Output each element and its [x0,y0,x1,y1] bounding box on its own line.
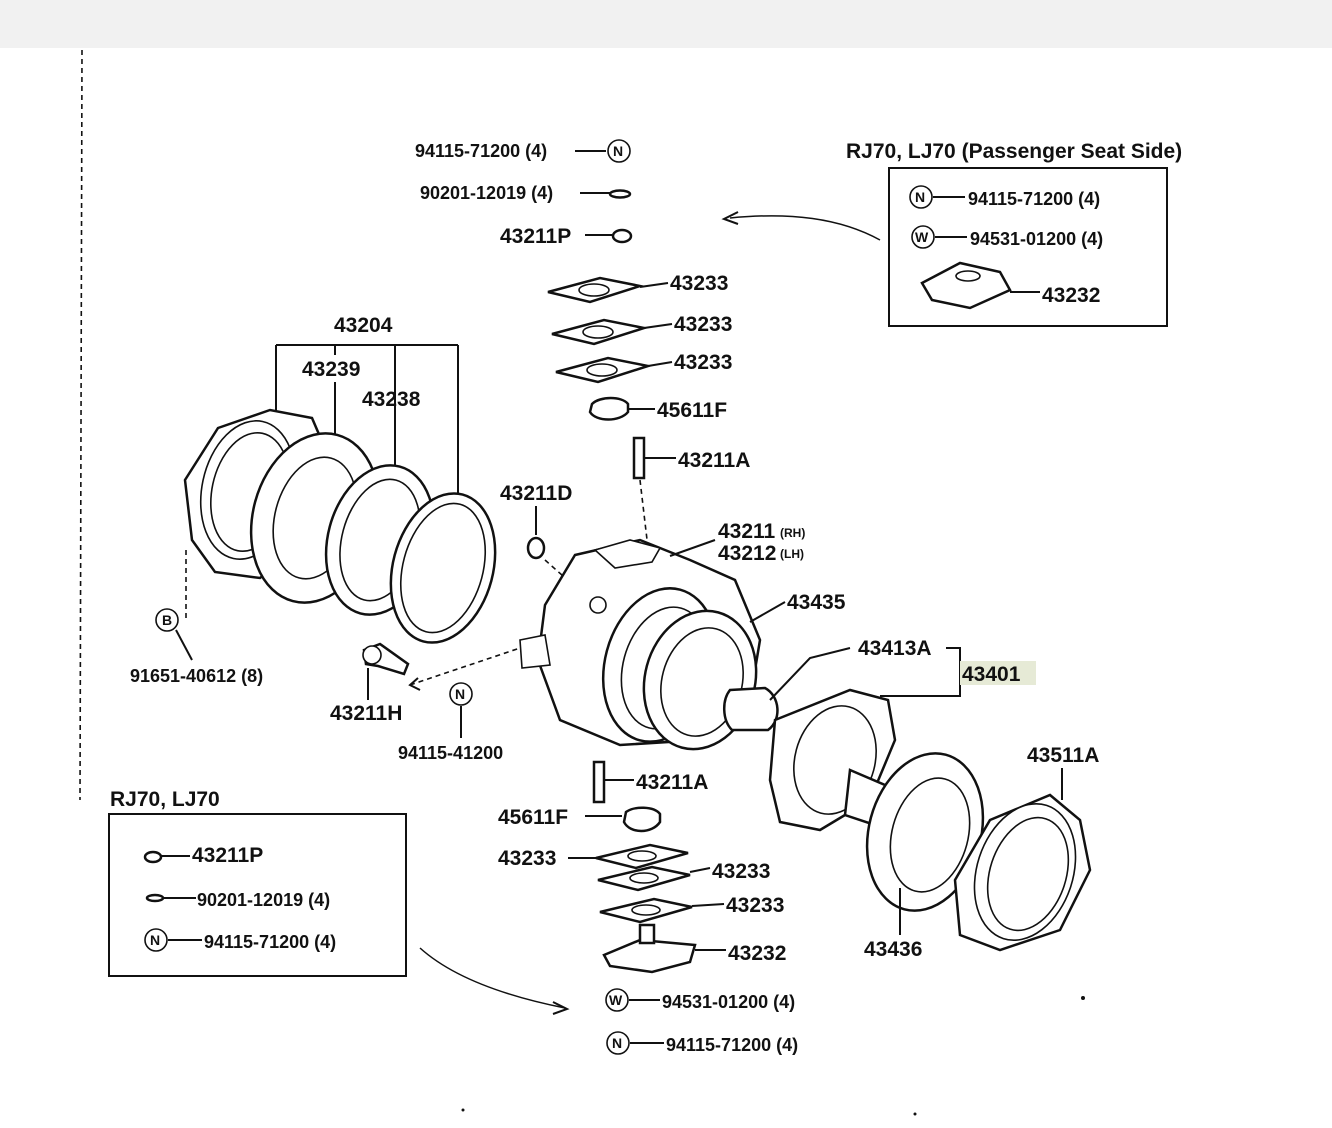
label-94115-71200-top: 94115-71200 (4) [415,141,547,161]
label-91651-40612: 91651-40612 (8) [130,666,263,686]
washer-symbol-icon: W [605,988,629,1012]
top-hardware-group: 94115-71200 (4) N 90201-12019 (4) 43211P [415,139,633,248]
label-43239: 43239 [302,358,360,381]
svg-text:N: N [150,932,160,948]
svg-text:B: B [162,612,172,628]
rj70-lj70-frame [108,813,407,977]
box-title-passenger-side: RJ70, LJ70 (Passenger Seat Side) [846,140,1182,163]
cap-plate-icon [920,261,1012,310]
label-43212-lh: 43212 [718,542,776,565]
label-94115-71200-box-bottom: 94115-71200 (4) [204,932,336,952]
nut-symbol-icon: N [607,139,631,163]
cap-plate-icon [602,938,697,974]
washer-icon [608,189,632,199]
label-43211H: 43211H [330,702,402,725]
svg-text:N: N [915,189,925,205]
box-title-rj70-lj70: RJ70, LJ70 [110,788,220,811]
label-43211P-top: 43211P [500,225,571,248]
nut-symbol-icon: N [909,185,933,209]
label-43435: 43435 [787,591,846,614]
label-43232-bottom: 43232 [728,942,786,965]
svg-text:W: W [915,229,929,245]
label-43233-bottom-left: 43233 [498,847,556,870]
washer-icon [145,893,165,903]
spindle-assembly: 43413A 43401 43436 43511A [723,637,1099,961]
label-90201-12019-top: 90201-12019 (4) [420,183,553,203]
nut-symbol-icon: N [144,928,168,952]
bottom-hardware-stack: 43211A 45611F 43233 43233 43233 43232 W … [498,760,798,1055]
plug-icon [143,850,163,864]
label-90201-12019-box: 90201-12019 (4) [197,890,330,910]
label-rh: (RH) [780,526,805,540]
grease-fitting-icon [526,536,546,560]
passenger-side-box: RJ70, LJ70 (Passenger Seat Side) N 94115… [846,140,1182,327]
label-lh: (LH) [780,547,804,561]
stud-icon [592,760,606,804]
label-43401: 43401 [962,663,1021,686]
label-43211A-bottom: 43211A [636,771,708,794]
label-43211D: 43211D [500,482,572,505]
label-43238: 43238 [362,388,421,411]
label-43232-box: 43232 [1042,284,1100,307]
highlight-43401 [960,661,1036,685]
label-45611F-top: 45611F [657,399,727,422]
svg-text:N: N [612,1035,622,1051]
left-dashed-border [79,49,83,801]
label-43436: 43436 [864,938,922,961]
svg-text:N: N [455,686,465,702]
label-43233-top-1: 43233 [670,272,728,295]
label-45611F-bottom: 45611F [498,806,568,829]
label-43204: 43204 [334,314,393,337]
plug-icon [611,228,633,244]
washer-symbol-icon: W [911,225,935,249]
label-43511A: 43511A [1027,744,1099,767]
seal-kit-group: 43204 43239 43238 [183,314,497,644]
label-43211-rh: 43211 [718,520,776,543]
passenger-side-frame [888,167,1168,327]
top-toolbar-strip [0,0,1332,48]
nut-symbol-icon: N [449,682,473,706]
label-94115-71200-box: 94115-71200 (4) [968,189,1100,209]
top-shim-stack: 43233 43233 43233 45611F 43211A [547,272,750,549]
label-94531-01200-box: 94531-01200 (4) [970,229,1103,249]
bushing-icon [723,686,779,732]
svg-text:N: N [613,143,623,159]
bolt-symbol-icon: B [155,608,179,632]
label-43233-top-2: 43233 [674,313,732,336]
label-43211A-top: 43211A [678,449,750,472]
label-43413A: 43413A [858,637,932,660]
label-94115-41200: 94115-41200 [398,743,503,763]
label-43211P-box: 43211P [192,844,263,867]
label-94531-01200-bottom: 94531-01200 (4) [662,992,795,1012]
stud-icon [632,436,646,480]
label-43233-bottom-1: 43233 [712,860,770,883]
nut-symbol-icon: N [606,1031,630,1055]
rj70-lj70-box: RJ70, LJ70 43211P 90201-12019 (4) N 9411… [108,788,407,977]
label-94115-71200-bottom: 94115-71200 (4) [666,1035,798,1055]
svg-text:W: W [609,992,623,1008]
label-43233-top-3: 43233 [674,351,732,374]
knuckle-bolt-group: 43211H N 94115-41200 [330,642,521,763]
label-43233-bottom-2: 43233 [726,894,784,917]
